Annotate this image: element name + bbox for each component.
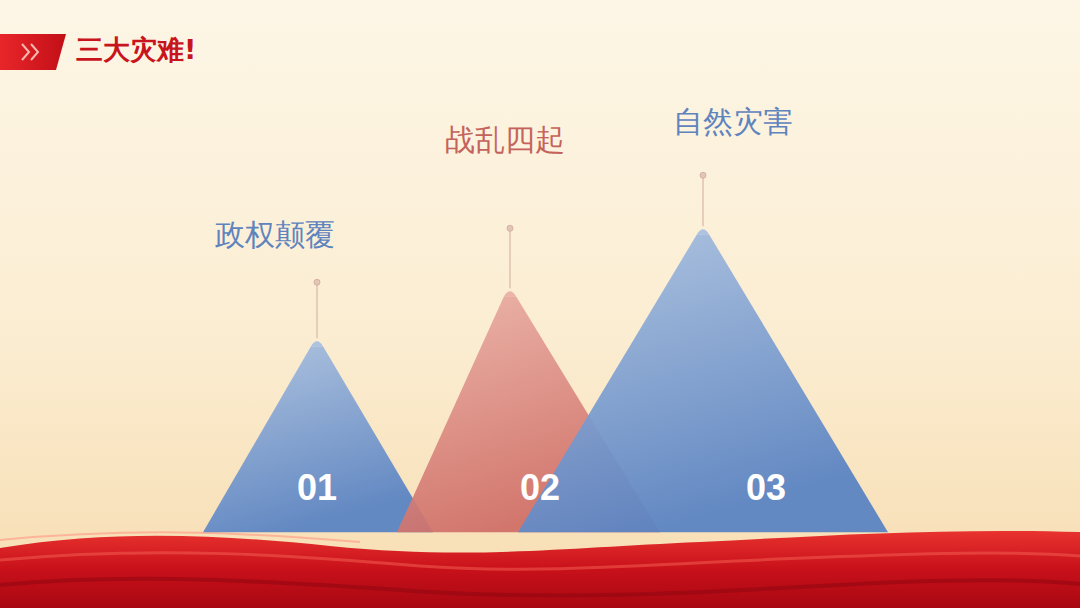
node-heading: 政权颠覆 (215, 218, 335, 253)
title-tab (0, 34, 66, 70)
node-heading: 自然灾害 (673, 105, 793, 140)
cloth-fold (0, 532, 360, 542)
pin-line (316, 282, 317, 338)
callout-number: 02 (520, 467, 560, 508)
callout-number: 03 (746, 467, 786, 508)
triangle-node: 政权颠覆 01 (203, 210, 433, 536)
triangle-node: 自然灾害 03 (518, 97, 888, 536)
chevron-icon (22, 44, 38, 60)
callout-number: 01 (297, 467, 337, 508)
triangle-tip (504, 291, 516, 296)
triangle-fill (203, 346, 433, 532)
pin-line (702, 175, 703, 226)
pin-dot (314, 279, 320, 285)
pin-line (509, 228, 510, 288)
slide-title: 三大灾难! (76, 32, 196, 68)
triangle-tip (697, 229, 709, 234)
pin-dot (507, 225, 513, 231)
triangle-shape (518, 97, 888, 536)
pin-dot (700, 172, 706, 178)
triangle-tip (311, 341, 323, 346)
red-cloth (0, 531, 1080, 608)
cloth-fold (0, 553, 1080, 570)
triangle-fill (518, 234, 888, 532)
cloth-fold (0, 579, 1080, 596)
node-heading: 战乱四起 (445, 123, 565, 158)
